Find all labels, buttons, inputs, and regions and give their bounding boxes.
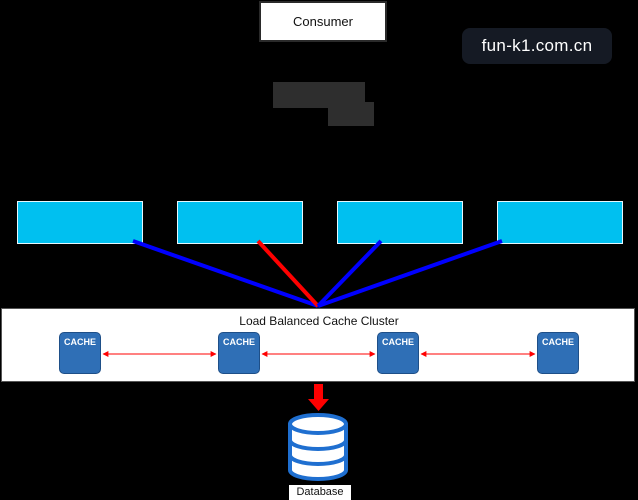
link-service-1	[132, 239, 319, 308]
service-node-2	[177, 201, 303, 244]
cache-cluster-title: Load Balanced Cache Cluster	[239, 314, 399, 328]
watermark-badge: fun-k1.com.cn	[462, 28, 612, 64]
database-label: Database	[289, 485, 351, 500]
cache-node-4: CACHE	[537, 332, 579, 374]
cache-label: CACHE	[381, 337, 414, 347]
database-icon	[288, 413, 348, 481]
consumer-box: Consumer	[259, 1, 387, 42]
cache-label: CACHE	[63, 337, 96, 347]
link-service-3	[316, 239, 383, 308]
link-service-4	[317, 239, 503, 308]
service-node-4	[497, 201, 623, 244]
service-node-1	[17, 201, 143, 244]
cache-node-3: CACHE	[377, 332, 419, 374]
db-arrow-head	[308, 399, 329, 411]
db-arrow-shaft	[314, 384, 323, 400]
link-service-2	[256, 239, 320, 308]
consumer-label: Consumer	[293, 14, 353, 29]
cache-node-1: CACHE	[59, 332, 101, 374]
watermark-text: fun-k1.com.cn	[481, 36, 593, 55]
cache-label: CACHE	[222, 337, 255, 347]
load-balancer-block-tail	[328, 102, 374, 126]
cache-label: CACHE	[541, 337, 574, 347]
service-node-3	[337, 201, 463, 244]
cache-cluster-panel	[1, 308, 635, 382]
cache-node-2: CACHE	[218, 332, 260, 374]
